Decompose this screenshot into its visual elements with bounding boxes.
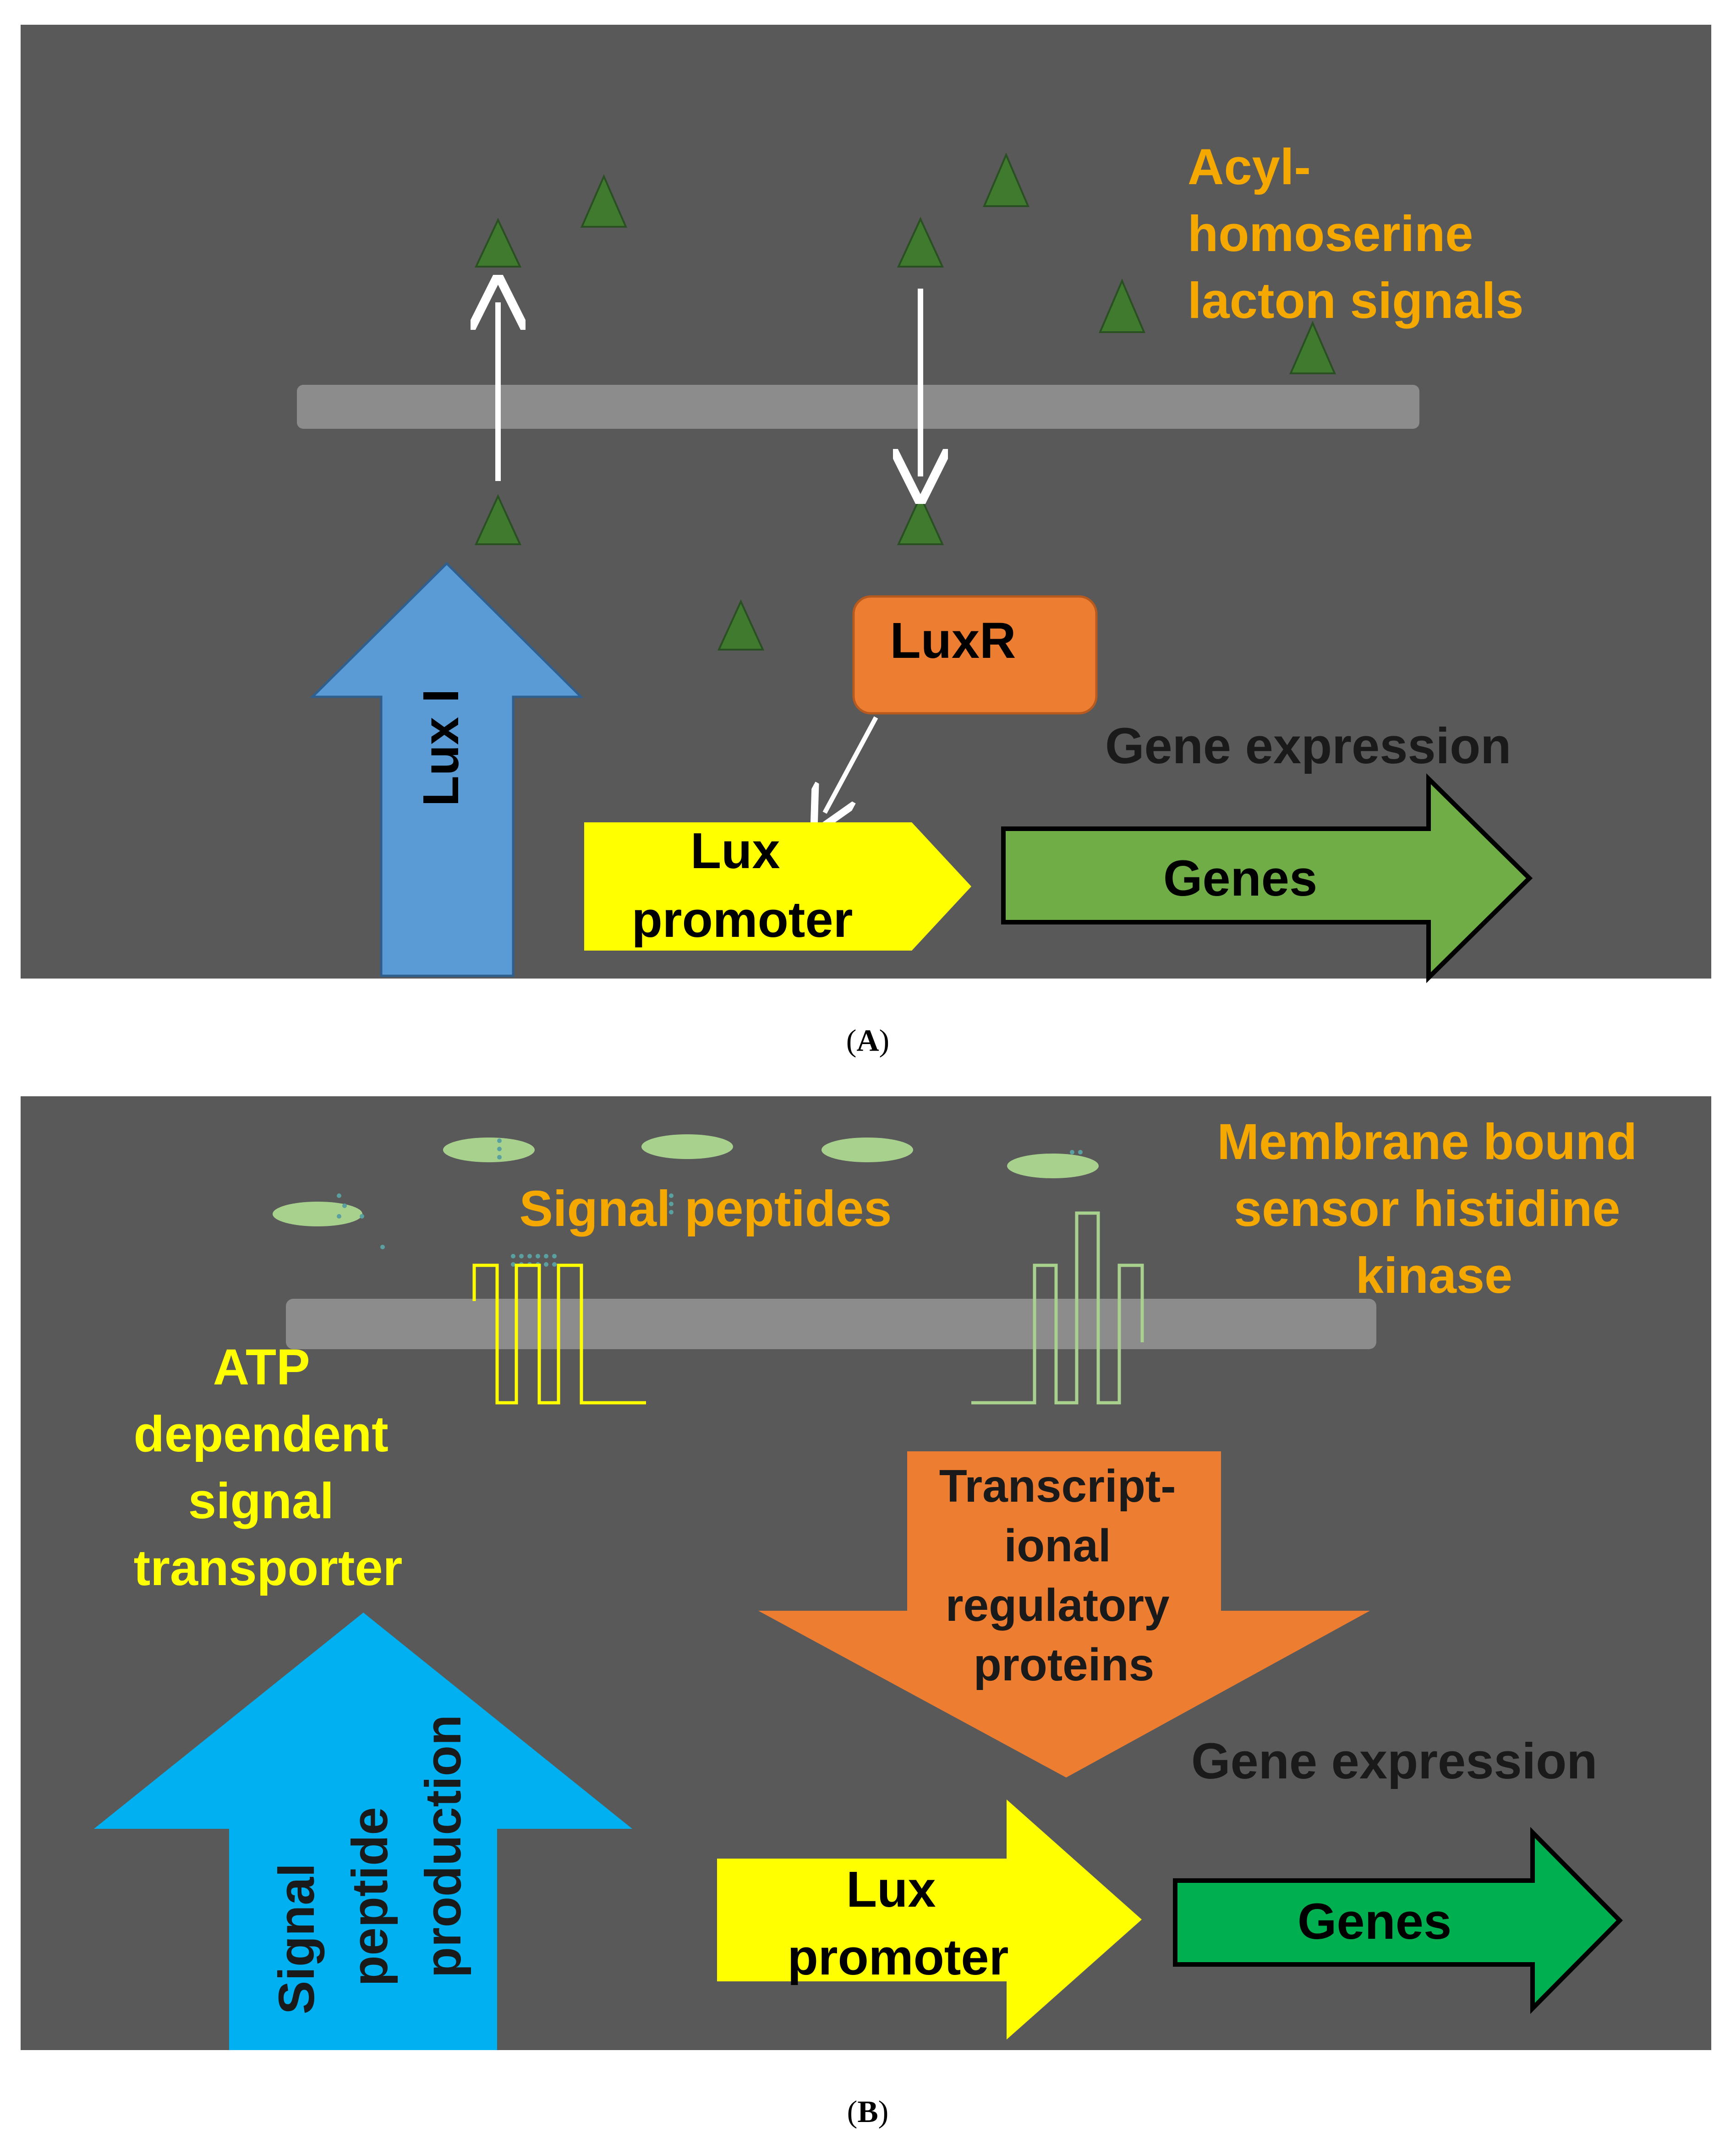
- luxr-activation-arrow: [825, 716, 878, 813]
- peptide-fragment-dots: [337, 1138, 1083, 1267]
- signal-triangle: [982, 152, 1030, 207]
- signal-triangle: [474, 494, 522, 545]
- signal-peptides-label: Signal peptides: [520, 1181, 892, 1237]
- regulatory-proteins-arrow: [758, 1451, 1370, 1778]
- signal-triangle: [897, 217, 944, 268]
- signal-peptide: [641, 1134, 733, 1159]
- gene-expression-label-b: Gene expression: [1191, 1733, 1598, 1789]
- cell-membrane-b: [286, 1299, 1376, 1349]
- signal-peptide: [273, 1202, 362, 1226]
- luxi-arrow: [309, 562, 584, 977]
- signals-label: Acyl- homoserine lacton signals: [1188, 139, 1524, 329]
- signal-peptide: [443, 1138, 535, 1162]
- signal-peptide-molecules: [273, 1134, 1099, 1226]
- signal-triangle: [474, 218, 522, 268]
- lux-promoter-a: [584, 822, 971, 951]
- sensor-kinase-icon: [971, 1211, 1144, 1405]
- sensor-kinase-label: Membrane bound sensor histidine kinase: [1217, 1114, 1651, 1304]
- caption-b: (B): [847, 2094, 889, 2129]
- signal-triangle: [1098, 278, 1146, 333]
- promoter-label-b: Lux promoter: [788, 1861, 1009, 1985]
- lux-promoter-b: [717, 1799, 1142, 2040]
- signal-triangle: [580, 174, 628, 228]
- caption-a: (A): [846, 1023, 889, 1058]
- gene-expression-label-a: Gene expression: [1105, 718, 1511, 774]
- genes-label-b: Genes: [1298, 1893, 1451, 1950]
- signal-production-arrow: [94, 1613, 632, 2050]
- luxi-label: Lux I: [413, 689, 469, 807]
- genes-arrow-b: [1173, 1827, 1623, 2014]
- production-label-line-2: peptide: [342, 1807, 398, 1986]
- genes-arrow-a: [1001, 773, 1533, 983]
- ahl-signal-molecules: [474, 152, 1336, 651]
- genes-label-a: Genes: [1163, 850, 1317, 907]
- luxr-box: [852, 595, 1098, 715]
- signal-peptide: [821, 1138, 913, 1162]
- signal-peptide: [1007, 1154, 1099, 1178]
- signal-triangle: [717, 599, 765, 651]
- atp-transporter-icon: [472, 1263, 646, 1405]
- production-label-line-3: production: [415, 1715, 471, 1978]
- signal-triangle: [897, 494, 944, 545]
- cell-membrane-a: [297, 385, 1419, 429]
- production-label-line-1: Signal: [268, 1863, 325, 2014]
- signal-triangle: [1289, 320, 1336, 374]
- regulatory-proteins-label: Transcript- ional regulatory proteins: [939, 1460, 1189, 1690]
- transporter-label: ATP dependent signal transporter: [134, 1339, 403, 1596]
- promoter-label-a: Lux promoter: [632, 823, 853, 948]
- luxr-label: LuxR: [890, 613, 1016, 669]
